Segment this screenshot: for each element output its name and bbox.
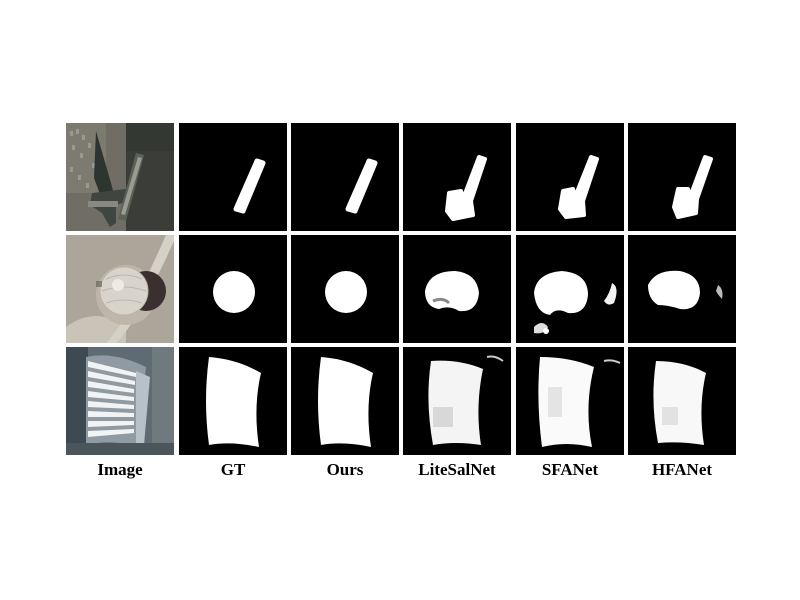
col-label-ours: Ours [326, 460, 364, 479]
gt-mask-dome [179, 235, 287, 343]
input-image-stadium [66, 347, 174, 455]
ours-mask-dome [291, 235, 399, 343]
ours-mask-ship [291, 123, 399, 231]
sfanet-mask-dome [516, 235, 624, 343]
litesalnet-mask-ship [403, 123, 511, 231]
col-label-image: Image [97, 460, 143, 479]
hfanet-mask-stadium [628, 347, 736, 455]
gt-mask-stadium [179, 347, 287, 455]
hfanet-mask-dome [628, 235, 736, 343]
col-label-litesalnet: LiteSalNet [418, 460, 496, 479]
stadium-icon [66, 347, 174, 455]
ours-mask-stadium [291, 347, 399, 455]
ship-icon [66, 123, 174, 231]
litesalnet-mask-dome [403, 235, 511, 343]
sfanet-mask-ship [516, 123, 624, 231]
input-image-dome [66, 235, 174, 343]
input-image-ship [66, 123, 174, 231]
col-label-hfanet: HFANet [651, 460, 713, 479]
gt-mask-ship [179, 123, 287, 231]
sfanet-mask-stadium [516, 347, 624, 455]
litesalnet-mask-stadium [403, 347, 511, 455]
col-label-sfanet: SFANet [541, 460, 599, 479]
hfanet-mask-ship [628, 123, 736, 231]
col-label-gt: GT [220, 460, 246, 479]
dome-icon [66, 235, 174, 343]
